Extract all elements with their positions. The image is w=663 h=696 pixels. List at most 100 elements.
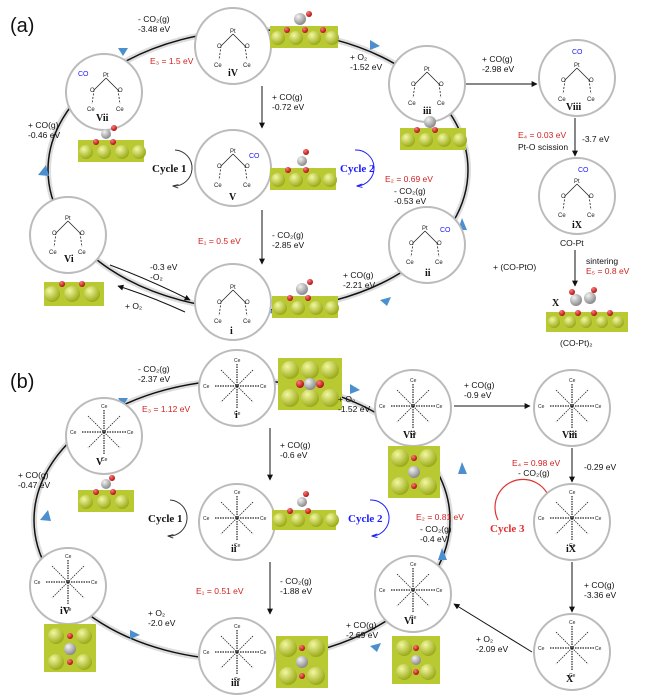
svg-text:- CO₂(g): - CO₂(g) xyxy=(138,364,170,374)
ring-arrow-icon xyxy=(370,643,381,652)
node-a-x: X xyxy=(552,298,560,309)
svg-text:-3.7 eV: -3.7 eV xyxy=(582,134,610,144)
svg-text:iii: iii xyxy=(423,106,432,117)
svg-text:V: V xyxy=(96,457,104,468)
slab-a-vii xyxy=(78,125,146,162)
slab-a-i xyxy=(272,279,339,318)
slab-a-v xyxy=(270,149,337,190)
ring-arrow-icon xyxy=(380,297,391,306)
svg-text:-2.21 eV: -2.21 eV xyxy=(343,280,375,290)
panel-a-labels: - CO₂(g) -3.48 eV E₃ = 1.5 eV + O₂ -1.52… xyxy=(28,14,630,348)
cycle-b2-label: Cycle 2 xyxy=(348,513,383,525)
svg-text:Vii: Vii xyxy=(96,113,109,124)
svg-text:- CO₂(g): - CO₂(g) xyxy=(138,14,170,24)
arrow xyxy=(109,264,191,301)
svg-text:-0.46 eV: -0.46 eV xyxy=(28,130,60,140)
node-b-ii: ii xyxy=(198,483,276,561)
svg-text:+ CO(g): + CO(g) xyxy=(28,120,59,130)
svg-text:CO: CO xyxy=(78,71,89,78)
ring-arrow-icon xyxy=(370,40,380,50)
svg-text:-0.9 eV: -0.9 eV xyxy=(464,390,492,400)
node-b-x: X xyxy=(533,613,611,691)
node-a-ii: ii CO xyxy=(388,206,466,284)
svg-text:-2.69 eV: -2.69 eV xyxy=(346,630,378,640)
svg-text:-1.52 eV: -1.52 eV xyxy=(338,404,370,414)
svg-text:CO-Pt: CO-Pt xyxy=(560,238,584,248)
node-a-ix: iX CO xyxy=(538,157,616,235)
svg-text:- CO₂(g): - CO₂(g) xyxy=(420,524,452,534)
svg-text:E₄ = 0.98 eV: E₄ = 0.98 eV xyxy=(512,458,560,468)
svg-text:-0.6 eV: -0.6 eV xyxy=(280,450,308,460)
svg-text:iX: iX xyxy=(572,220,583,231)
cycle-a1-arrow-icon xyxy=(173,149,193,186)
svg-text:Pt-O scission: Pt-O scission xyxy=(518,142,568,152)
slab-b-ii xyxy=(272,491,339,530)
svg-text:V: V xyxy=(229,192,237,203)
svg-text:-2.0 eV: -2.0 eV xyxy=(148,618,176,628)
svg-text:+ CO(g): + CO(g) xyxy=(343,270,374,280)
ring-arrow-icon xyxy=(38,165,49,176)
svg-text:+ CO(g): + CO(g) xyxy=(272,92,303,102)
node-a-iii: iii xyxy=(388,45,466,123)
arrow xyxy=(453,603,533,653)
panel-b-labels: - CO₂(g) -2.37 eV E₃ = 1.12 eV + O₂ -1.5… xyxy=(18,364,616,654)
svg-text:-0.47 eV: -0.47 eV xyxy=(18,480,50,490)
svg-text:+ CO(g): + CO(g) xyxy=(346,620,377,630)
slab-b-vi xyxy=(392,636,440,684)
slab-b-i xyxy=(278,358,342,410)
svg-text:-2.09 eV: -2.09 eV xyxy=(476,644,508,654)
svg-text:+ CO(g): + CO(g) xyxy=(482,54,513,64)
svg-text:- CO₂(g): - CO₂(g) xyxy=(394,186,426,196)
svg-text:iV: iV xyxy=(228,68,239,79)
svg-text:E₂ = 0.81 eV: E₂ = 0.81 eV xyxy=(416,512,464,522)
svg-text:-0.4 eV: -0.4 eV xyxy=(420,534,448,544)
cycle-b1-label: Cycle 1 xyxy=(148,513,183,525)
svg-text:+ CO(g): + CO(g) xyxy=(464,380,495,390)
node-b-viii: Viii xyxy=(533,369,611,447)
node-b-ix: iX xyxy=(533,483,611,561)
cycle-a2-arrow-icon xyxy=(354,149,375,186)
svg-text:-0.3 eV: -0.3 eV xyxy=(150,262,178,272)
node-b-vii: Vii xyxy=(374,369,452,447)
svg-text:iii: iii xyxy=(231,678,240,689)
cycle-b2-arrow-icon xyxy=(369,499,390,536)
node-a-v: V CO xyxy=(194,129,272,207)
ring-arrow-icon xyxy=(118,48,128,56)
cycle-a2-label: Cycle 2 xyxy=(340,163,375,175)
svg-text:i: i xyxy=(230,326,233,337)
svg-text:-2.85 eV: -2.85 eV xyxy=(272,240,304,250)
node-b-iv: iV xyxy=(29,547,107,625)
svg-text:E₁ = 0.51 eV: E₁ = 0.51 eV xyxy=(196,586,244,596)
ring-arrow-icon xyxy=(458,462,467,474)
slab-a-iii xyxy=(400,116,467,150)
svg-text:-0.53 eV: -0.53 eV xyxy=(394,196,426,206)
cycle-a1-label: Cycle 1 xyxy=(152,163,187,175)
svg-text:E₃ = 1.5 eV: E₃ = 1.5 eV xyxy=(150,56,194,66)
svg-text:+ CO(g): + CO(g) xyxy=(18,470,49,480)
node-a-vi: Vi xyxy=(29,196,107,274)
slab-b-iii xyxy=(276,636,328,688)
svg-text:-2.37 eV: -2.37 eV xyxy=(138,374,170,384)
svg-text:-0.29 eV: -0.29 eV xyxy=(584,462,616,472)
svg-text:- CO₂(g): - CO₂(g) xyxy=(280,576,312,586)
svg-text:E₂ = 0.69 eV: E₂ = 0.69 eV xyxy=(385,174,433,184)
svg-text:+ CO(g): + CO(g) xyxy=(280,440,311,450)
svg-text:+ O₂: + O₂ xyxy=(148,608,165,618)
svg-text:-2.98 eV: -2.98 eV xyxy=(482,64,514,74)
svg-text:+ O₂: + O₂ xyxy=(125,301,142,311)
svg-text:i: i xyxy=(235,410,238,421)
slab-b-iv xyxy=(44,624,96,672)
svg-text:CO: CO xyxy=(572,49,583,56)
svg-text:- CO₂(g): - CO₂(g) xyxy=(272,230,304,240)
svg-text:-3.48 eV: -3.48 eV xyxy=(138,24,170,34)
svg-text:ii: ii xyxy=(425,268,431,279)
slab-a-iv xyxy=(270,11,339,48)
node-b-v: V xyxy=(65,397,143,475)
arrow xyxy=(117,284,186,313)
slab-b-v xyxy=(78,475,134,512)
slab-b-vii xyxy=(388,446,440,498)
svg-text:+ O₂: + O₂ xyxy=(338,394,355,404)
ring-arrow-icon xyxy=(350,384,360,394)
node-a-i: i xyxy=(194,263,272,341)
